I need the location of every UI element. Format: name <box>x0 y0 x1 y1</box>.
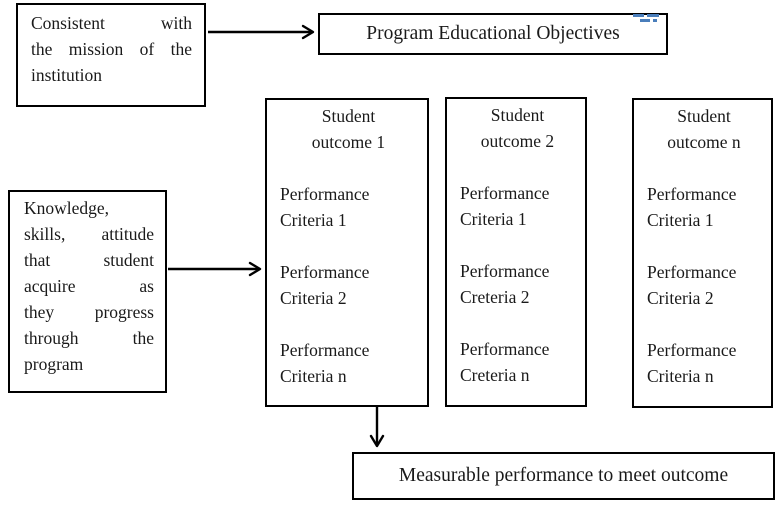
outcome-column-n-items: Performance Criteria 1 Performance Criter… <box>647 181 761 389</box>
knowledge-box-line: through the <box>24 328 154 348</box>
peo-box-label: Program Educational Objectives <box>366 23 620 44</box>
outcome-title-line: outcome 2 <box>480 131 555 151</box>
outcome-column-2-title: Student outcome 2 <box>460 102 575 154</box>
knowledge-box-line: they progress <box>24 302 154 322</box>
mission-box-line: Consistent with <box>31 13 192 33</box>
performance-criteria-item: Performance Criteria n <box>647 340 737 386</box>
outcome-column-1-title: Student outcome 1 <box>280 103 417 155</box>
revision-dash <box>633 14 644 17</box>
outcome-title-line: Student <box>490 105 545 125</box>
performance-criteria-item: Performance Criteria 1 <box>647 184 737 230</box>
revision-dash <box>653 19 657 22</box>
revision-dash <box>647 14 659 17</box>
outcome-column-2-items: Performance Criteria 1 Performance Creter… <box>460 180 575 388</box>
outcome-title-line: outcome 1 <box>311 132 386 152</box>
performance-criteria-item: Performance Criteria 1 <box>460 183 550 229</box>
performance-criteria-item: Performance Criteria 1 <box>280 184 370 230</box>
mission-box: Consistent with the mission of the institu… <box>16 3 206 107</box>
outcome-title-line: Student <box>321 106 376 126</box>
knowledge-box-line: acquire as <box>24 276 154 296</box>
performance-criteria-item: Performance Criteria 2 <box>280 262 370 308</box>
outcome-title-line: Student <box>677 106 731 126</box>
performance-criteria-item: Performance Criteria 2 <box>647 262 737 308</box>
performance-criteria-item: Performance Criteria n <box>280 340 370 386</box>
mission-box-line: the mission of the <box>31 39 192 59</box>
revision-dash <box>640 19 650 22</box>
performance-criteria-item: Performance Creteria n <box>460 339 550 385</box>
outcome-column-n-title: Student outcome n <box>647 103 761 155</box>
knowledge-box-line: Knowledge, <box>24 198 110 218</box>
knowledge-box: Knowledge, skills, attitude that student ac… <box>8 190 167 393</box>
measurable-box: Measurable performance to meet outcome <box>352 452 775 500</box>
knowledge-box-line: that student <box>24 250 154 270</box>
outcome-column-1-items: Performance Criteria 1 Performance Criter… <box>280 181 417 389</box>
peo-box: Program Educational Objectives <box>318 13 668 55</box>
knowledge-box-line: skills, attitude <box>24 224 154 244</box>
outcome-title-line: outcome n <box>667 132 741 152</box>
performance-criteria-item: Performance Creteria 2 <box>460 261 550 307</box>
mission-box-line: institution <box>31 65 102 85</box>
knowledge-box-line: program <box>24 354 84 374</box>
measurable-box-label: Measurable performance to meet outcome <box>398 465 729 486</box>
